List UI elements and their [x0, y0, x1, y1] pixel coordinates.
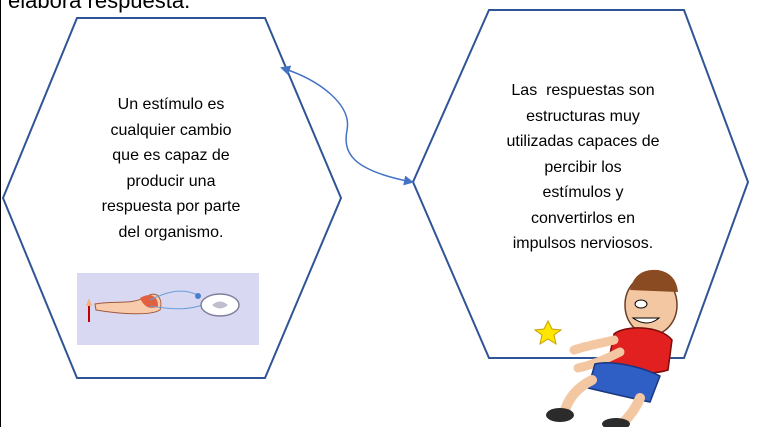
right-hexagon-text: Las respuestas son estructuras muy utili…	[478, 78, 688, 257]
right-text-line: estímulos y	[542, 184, 624, 201]
right-text-line: Las respuestas son	[511, 82, 655, 99]
right-text-line: convertirlos en	[530, 209, 636, 227]
left-text-line: respuesta por parte	[101, 198, 241, 215]
right-text-line: percibir los	[544, 158, 622, 176]
left-text-line: del organismo.	[118, 223, 224, 241]
cartoon-man-illustration	[533, 269, 678, 427]
left-hexagon-text: Un estímulo es cualquier cambio que es c…	[78, 92, 264, 245]
left-text-line: cualquier cambio	[110, 121, 232, 139]
left-text-line: que es capaz de	[112, 147, 230, 164]
reflex-arc-illustration	[77, 273, 259, 345]
right-text-line: utilizadas capaces de	[506, 133, 660, 150]
left-text-line: producir una	[126, 172, 216, 190]
left-frame-border	[0, 0, 1, 427]
header-partial-text: elabora respuesta.	[8, 0, 191, 13]
right-text-line: impulsos nerviosos.	[512, 235, 654, 252]
double-headed-arrow	[280, 65, 414, 186]
left-text-line: Un estímulo es	[117, 96, 225, 113]
right-text-line: estructuras muy	[526, 107, 640, 125]
